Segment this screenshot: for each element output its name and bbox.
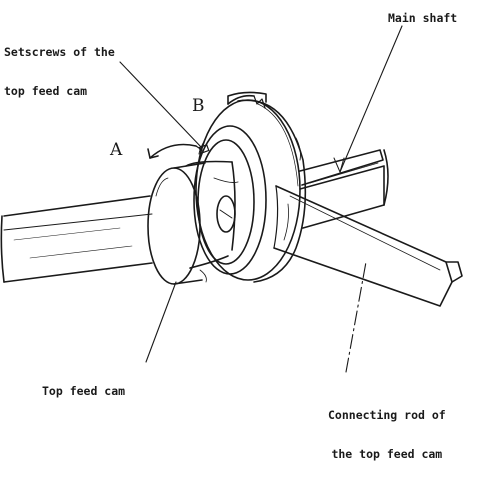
connecting-rod-arm [273, 185, 463, 307]
marker-b: B [192, 96, 205, 116]
connecting-rod-label: Connecting rod of the top feed cam [328, 383, 446, 487]
marker-a: A [110, 140, 123, 160]
inner-bore [185, 160, 239, 269]
main-shaft-leader [339, 25, 403, 173]
top-feed-cam-label: Top feed cam [42, 384, 126, 398]
feed-cam-diagram: Setscrews of the top feed cam Main shaft… [0, 11, 463, 461]
leader-lines [119, 25, 403, 373]
rotation-arrow [147, 143, 203, 159]
top-feed-cam-leader [145, 281, 177, 363]
mechanism-drawing [0, 25, 463, 373]
connecting-rod-label-line-2: the top feed cam [331, 447, 443, 461]
connecting-rod-leader [345, 261, 367, 373]
top-feed-cam [147, 162, 207, 285]
setscrews-label-line-2: top feed cam [4, 84, 88, 98]
cam-flange [193, 125, 267, 275]
main-shaft-label: Main shaft [388, 11, 458, 25]
setscrews-leader [119, 61, 203, 149]
setscrews-label-line-1: Setscrews of the [4, 45, 115, 59]
cam-collar [195, 91, 307, 283]
setscrews-label: Setscrews of the top feed cam [4, 20, 115, 124]
connecting-rod-label-line-1: Connecting rod of [328, 408, 446, 422]
left-shaft [0, 195, 153, 283]
